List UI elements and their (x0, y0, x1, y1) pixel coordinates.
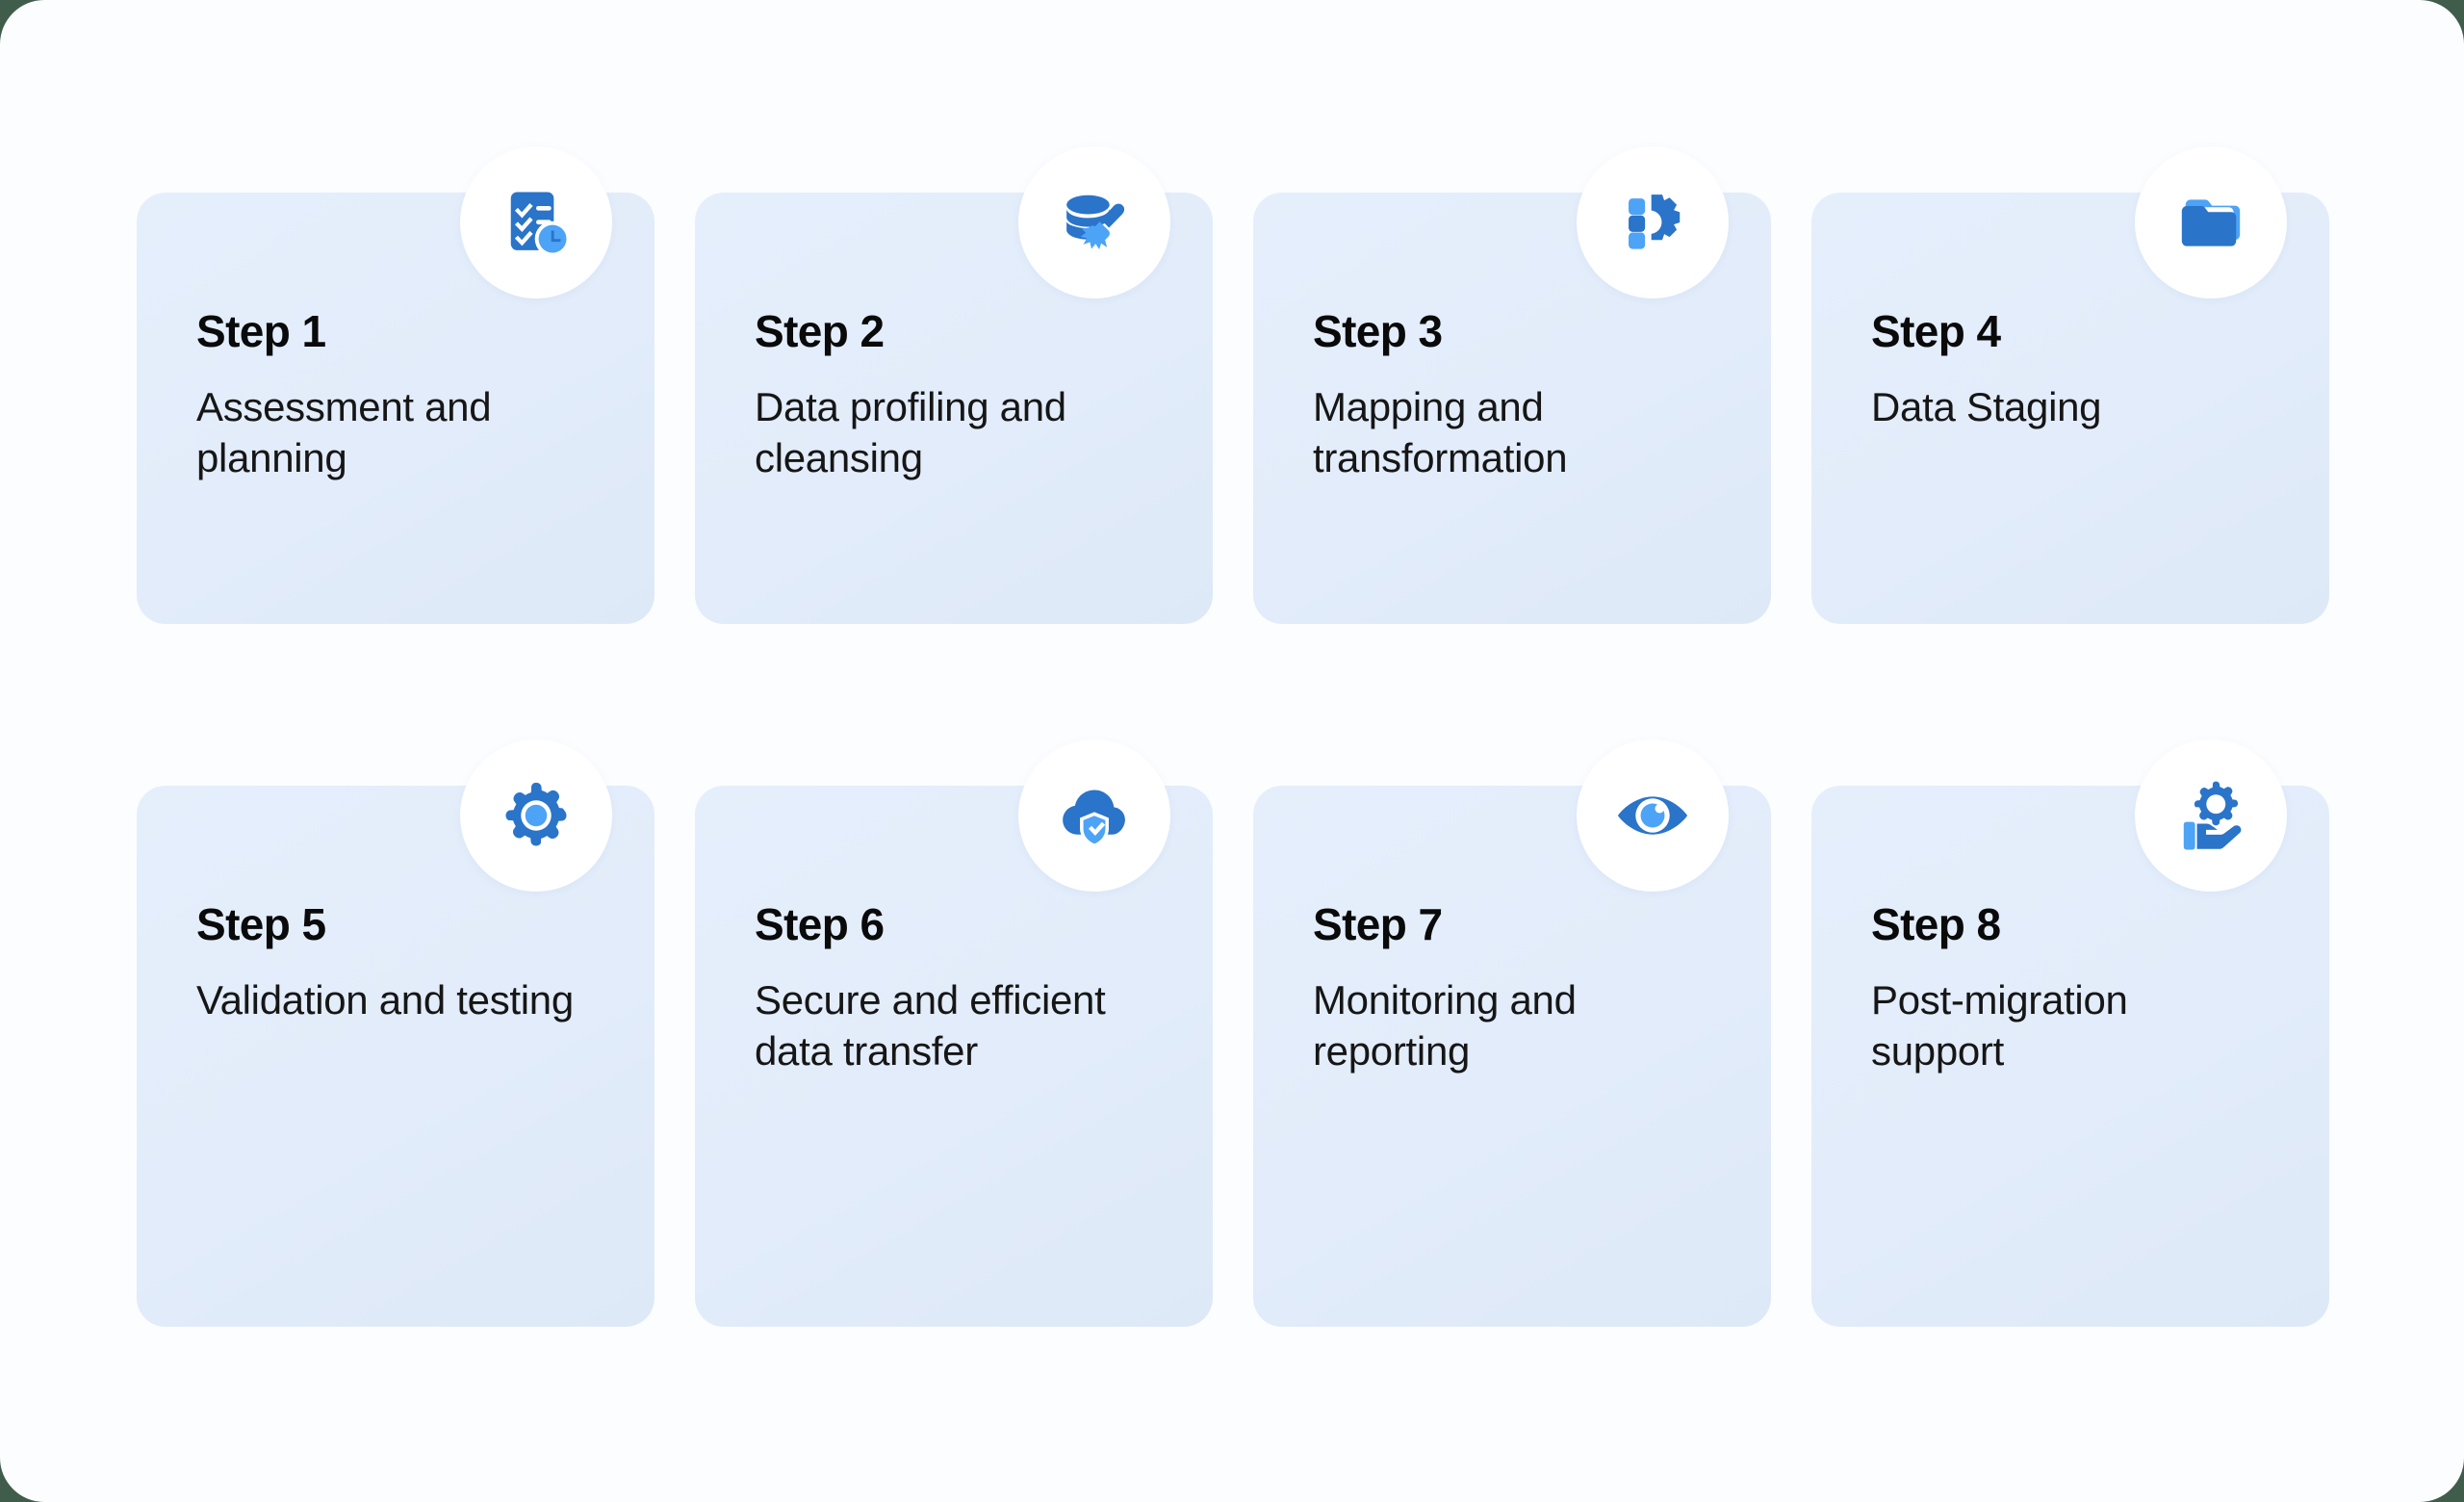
step-description: Secure and efficient data transfer (755, 976, 1106, 1075)
step-description: Validation and testing (196, 976, 574, 1023)
step-card-5[interactable]: Step 5 Validation and testing (137, 739, 654, 1327)
steps-grid-row-2: Step 5 Validation and testing Step 6 S (137, 739, 2329, 1327)
step-description: Data profiling and cleansing (755, 383, 1066, 481)
eye-icon (1577, 739, 1729, 892)
step-description: Monitoring and reporting (1313, 976, 1577, 1075)
clipboard-checklist-clock-icon (460, 146, 612, 298)
step-card-4[interactable]: Step 4 Data Staging (1811, 146, 2329, 624)
step-title: Step 7 (1313, 899, 1443, 949)
step-description: Mapping and transformation (1313, 383, 1568, 481)
step-card-1[interactable]: Step 1 Assessment and planning (137, 146, 654, 624)
stacked-folders-icon (2135, 146, 2287, 298)
steps-grid-row-1: Step 1 Assessment and planning Step (137, 146, 2329, 624)
step-title: Step 2 (755, 306, 885, 356)
cloud-shield-check-icon (1018, 739, 1170, 892)
step-title: Step 4 (1871, 306, 2001, 356)
step-title: Step 5 (196, 899, 326, 949)
step-card-2[interactable]: Step 2 Data profiling and cleansing (695, 146, 1213, 624)
blocks-gear-transform-icon (1577, 146, 1729, 298)
hand-holding-gear-icon (2135, 739, 2287, 892)
step-description: Assessment and planning (196, 383, 492, 481)
step-card-3[interactable]: Step 3 Mapping and transformation (1253, 146, 1771, 624)
step-card-8[interactable]: Step 8 Post-migration support (1811, 739, 2329, 1327)
step-title: Step 6 (755, 899, 885, 949)
database-brush-icon (1018, 146, 1170, 298)
step-description: Post-migration support (1871, 976, 2128, 1075)
gear-icon (460, 739, 612, 892)
step-title: Step 8 (1871, 899, 2001, 949)
step-card-7[interactable]: Step 7 Monitoring and reporting (1253, 739, 1771, 1327)
step-title: Step 3 (1313, 306, 1443, 356)
step-description: Data Staging (1871, 383, 2102, 429)
step-card-6[interactable]: Step 6 Secure and efficient data transfe… (695, 739, 1213, 1327)
step-title: Step 1 (196, 306, 326, 356)
